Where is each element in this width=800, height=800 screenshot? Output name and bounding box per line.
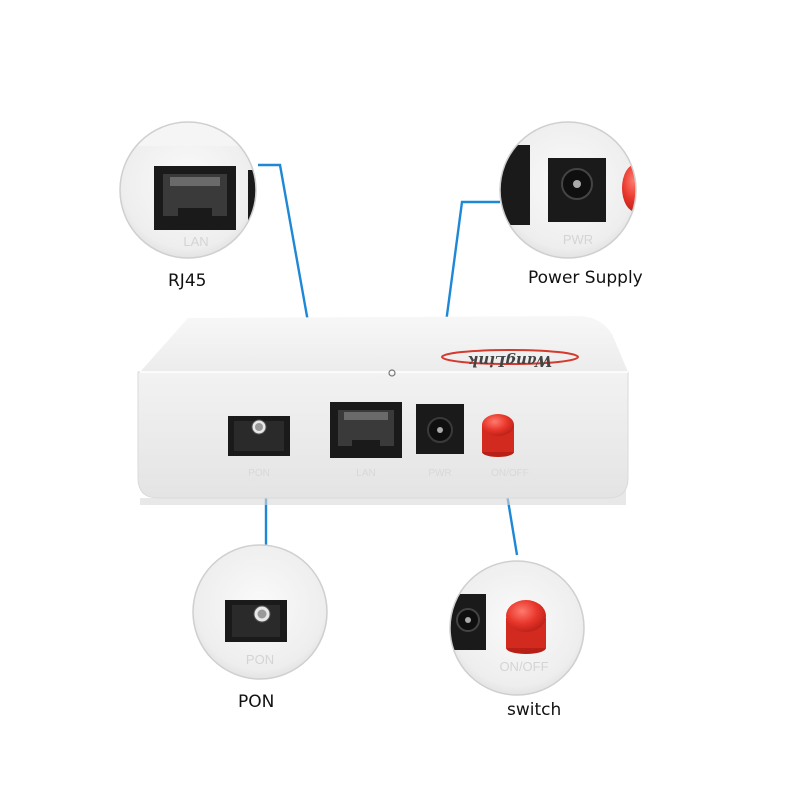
callout-label-switch: switch — [507, 700, 562, 720]
pon-port: PON — [228, 416, 290, 479]
led-indicator — [388, 369, 396, 377]
lan-port-label: LAN — [356, 468, 375, 479]
pon-port-label: PON — [248, 468, 270, 479]
callout-rj45-zoom: LAN — [120, 122, 256, 258]
brand-logo: WangLink — [441, 349, 579, 370]
device: WangLink PON LAN PWR — [137, 316, 629, 505]
callout-label-rj45: RJ45 — [168, 271, 207, 291]
callout-pon-zoom: PON — [193, 545, 327, 679]
callout-label-pon: PON — [238, 692, 275, 712]
lan-port: LAN — [330, 402, 402, 479]
pwr-port-label: PWR — [428, 468, 451, 479]
pwr-port: PWR — [416, 404, 464, 479]
callout-rj45-port-text: LAN — [183, 234, 208, 249]
power-switch-button: ON/OFF — [482, 414, 529, 479]
callout-switch-zoom: ON/OFF — [450, 561, 584, 695]
callout-switch-port-text: ON/OFF — [499, 659, 548, 674]
callout-label-power-supply: Power Supply — [528, 268, 643, 288]
callout-power-zoom: PWR — [500, 122, 636, 258]
device-top — [140, 316, 628, 372]
brand-text: WangLink — [468, 352, 552, 370]
callout-power-port-text: PWR — [563, 232, 593, 247]
leader-line-rj45 — [258, 163, 320, 379]
onoff-port-label: ON/OFF — [491, 468, 529, 479]
callout-pon-port-text: PON — [246, 652, 274, 667]
